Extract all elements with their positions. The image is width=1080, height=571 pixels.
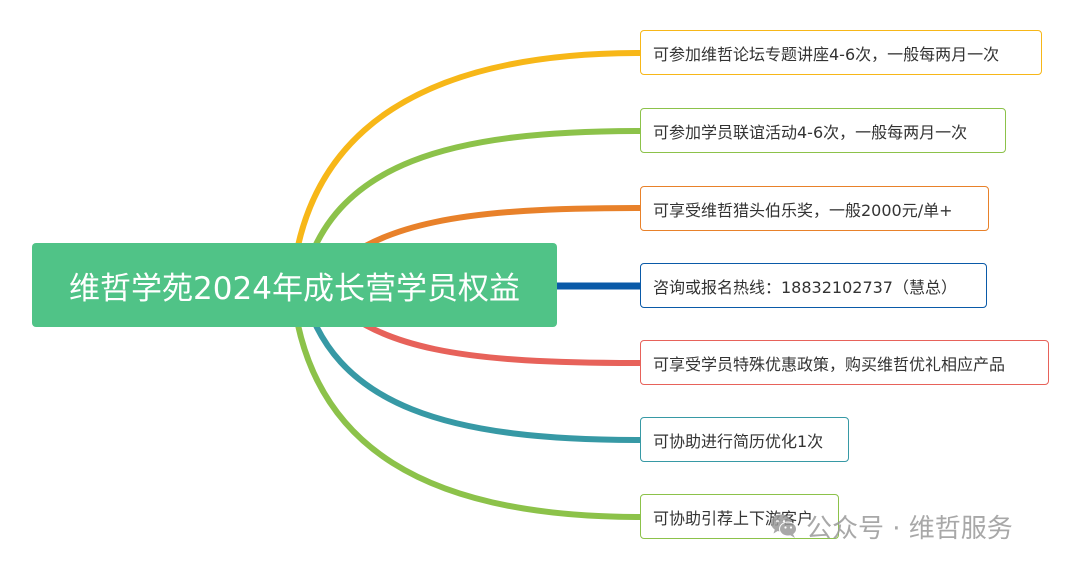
branch-node-forum-lectures: 可参加维哲论坛专题讲座4-6次，一般每两月一次: [640, 30, 1042, 75]
branch-connector-1: [289, 50, 643, 288]
branch-connector-7: [289, 282, 643, 520]
branch-node-label: 可享受维哲猎头伯乐奖，一般2000元/单+: [653, 200, 953, 220]
branch-node-alumni-events: 可参加学员联谊活动4-6次，一般每两月一次: [640, 108, 1006, 153]
branch-node-hotline: 咨询或报名热线：18832102737（慧总）: [640, 263, 987, 308]
watermark: 公众号 · 维哲服务: [770, 508, 1013, 544]
wechat-icon: [771, 514, 797, 538]
branch-node-label: 咨询或报名热线：18832102737（慧总）: [653, 277, 957, 297]
central-topic-node: 维哲学苑2024年成长营学员权益: [32, 243, 557, 327]
branch-node-label: 可参加维哲论坛专题讲座4-6次，一般每两月一次: [653, 44, 1000, 64]
branch-node-label: 可协助进行简历优化1次: [653, 431, 824, 451]
watermark-text: 公众号 · 维哲服务: [806, 513, 1013, 544]
branch-node-label: 可享受学员特殊优惠政策，购买维哲优礼相应产品: [653, 354, 1006, 374]
branch-connector-6: [299, 282, 643, 443]
branch-connector-2: [299, 128, 643, 288]
branch-node-resume-optimization: 可协助进行简历优化1次: [640, 417, 849, 462]
branch-node-headhunter-reward: 可享受维哲猎头伯乐奖，一般2000元/单+: [640, 186, 989, 231]
central-topic-label: 维哲学苑2024年成长营学员权益: [69, 270, 520, 307]
branch-node-label: 可参加学员联谊活动4-6次，一般每两月一次: [653, 122, 968, 142]
branch-node-special-discount: 可享受学员特殊优惠政策，购买维哲优礼相应产品: [640, 340, 1049, 385]
